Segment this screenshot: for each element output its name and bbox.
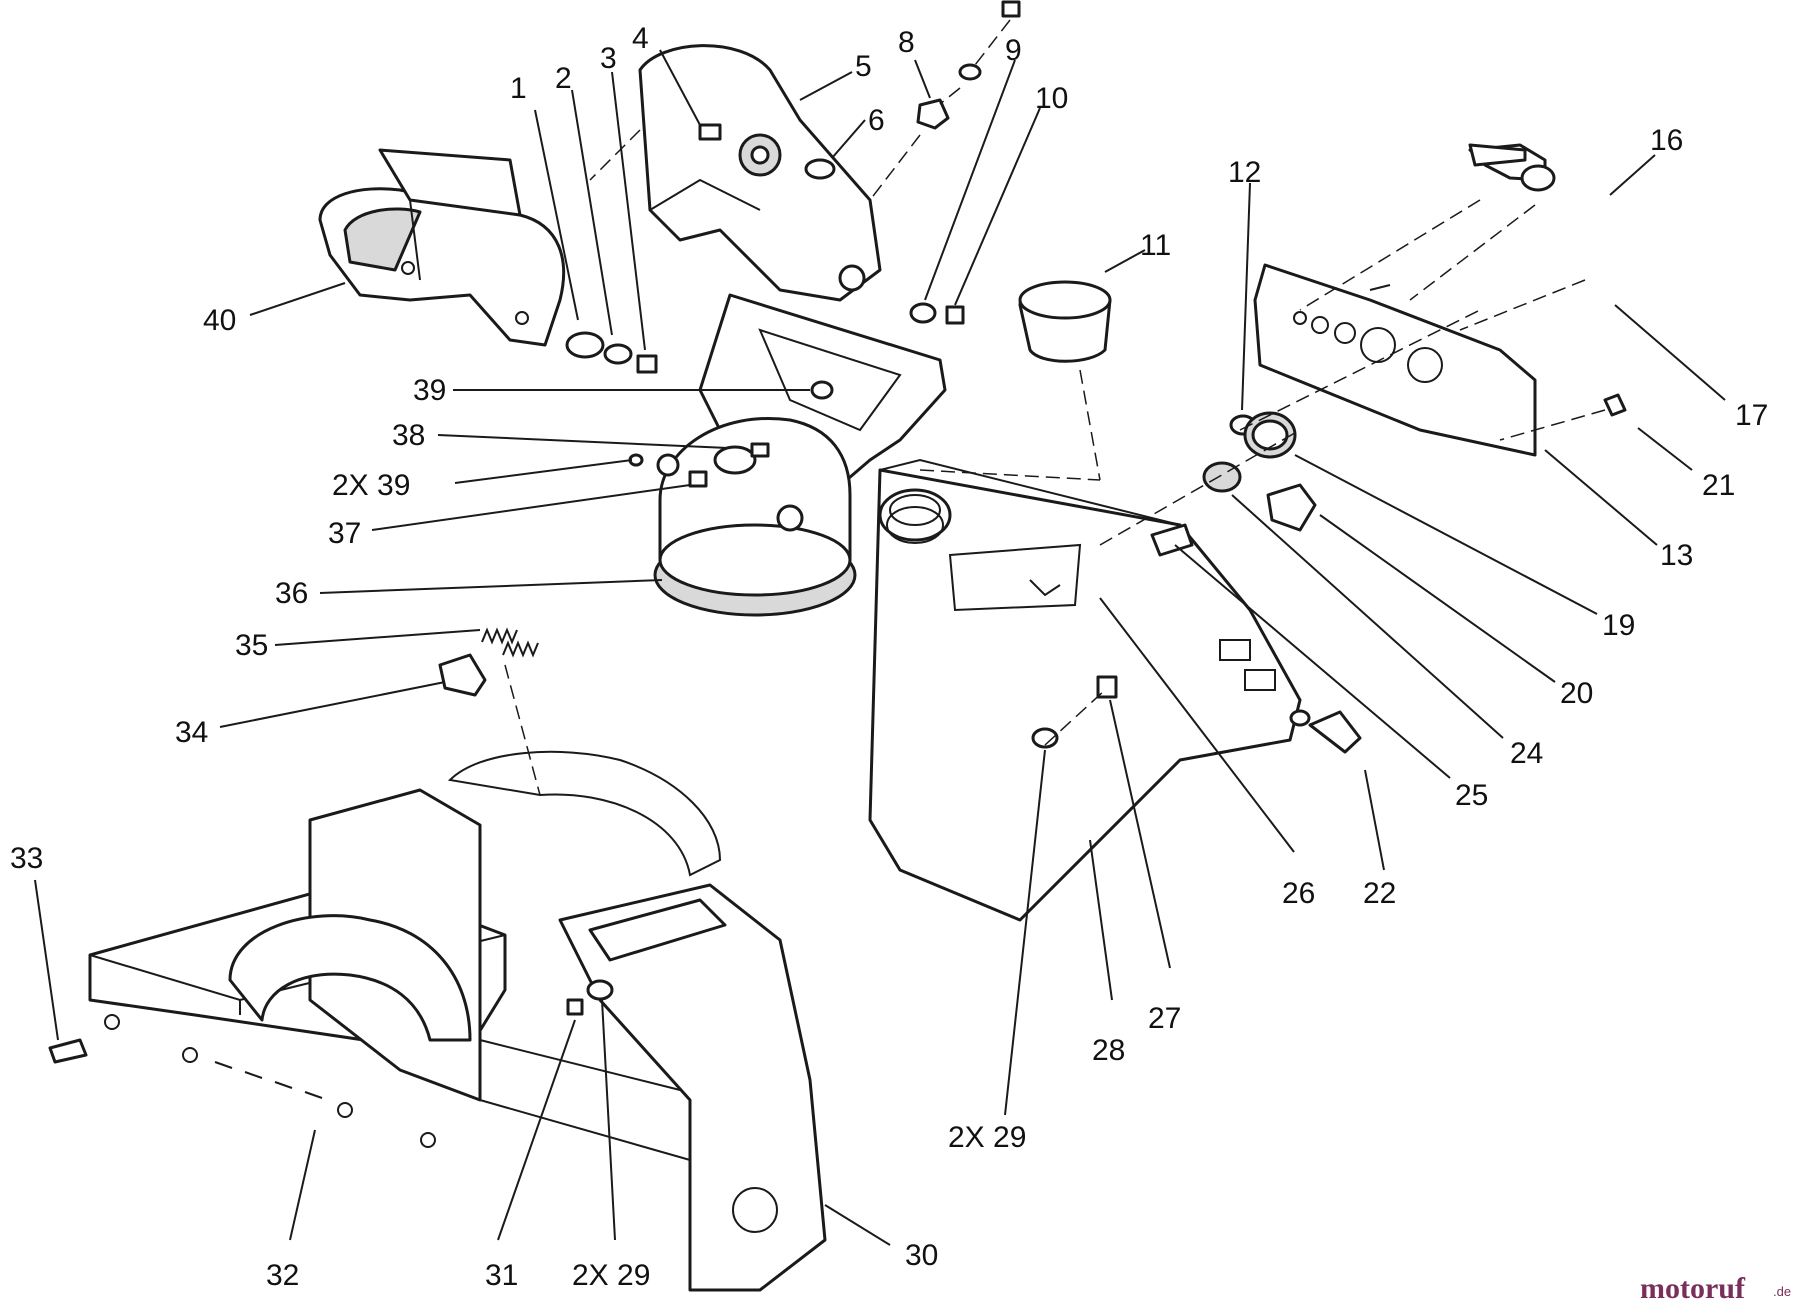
callout-36: 36	[275, 577, 308, 610]
callout-38: 38	[392, 419, 425, 452]
callout-33: 33	[10, 842, 43, 875]
callout-11: 11	[1140, 229, 1171, 262]
callout-27: 27	[1148, 1002, 1181, 1035]
callout-29-right: 2X 29	[948, 1121, 1026, 1154]
washer-1	[565, 331, 605, 359]
callout-2x-39: 2X 39	[332, 469, 410, 502]
chute-5	[638, 44, 882, 302]
nut-8	[1001, 0, 1021, 18]
latch-34	[438, 653, 487, 697]
washer-29-lower	[586, 979, 614, 1001]
bolt-22	[1289, 709, 1362, 754]
callout-35: 35	[235, 629, 268, 662]
callout-10: 10	[1035, 82, 1068, 115]
callout-30: 30	[905, 1239, 938, 1272]
callout-6: 6	[868, 104, 885, 137]
callout-3: 3	[600, 42, 617, 75]
callout-4: 4	[632, 22, 649, 55]
chute-rotator-36	[628, 293, 947, 617]
dash-panel-13	[1253, 263, 1537, 457]
clip-21	[1603, 393, 1627, 417]
callout-32: 32	[266, 1259, 299, 1292]
callout-28: 28	[1092, 1034, 1125, 1067]
chute-base-26	[868, 458, 1302, 922]
nut-10	[945, 305, 965, 325]
callout-19: 19	[1602, 609, 1635, 642]
washer-29	[1031, 727, 1059, 749]
switch-20	[1266, 483, 1317, 532]
rod-25	[1150, 523, 1194, 557]
callout-22: 22	[1363, 877, 1396, 910]
callout-29-left: 2X 29	[572, 1259, 650, 1292]
callout-17: 17	[1735, 399, 1768, 432]
callout-34: 34	[175, 716, 208, 749]
bolt-4	[698, 123, 722, 141]
callout-31: 31	[485, 1259, 518, 1292]
callout-24: 24	[1510, 737, 1543, 770]
washer-9	[909, 302, 937, 324]
assembly-lines	[504, 19, 1606, 796]
washer-6	[804, 158, 836, 180]
callout-5: 5	[855, 50, 872, 83]
callout-21: 21	[1702, 469, 1735, 502]
key-switch-top	[1468, 143, 1527, 167]
callout-8: 8	[898, 26, 915, 59]
key-12	[1229, 411, 1297, 459]
bolt-33	[48, 1038, 88, 1064]
callout-1: 1	[510, 72, 527, 105]
callout-12: 12	[1228, 156, 1261, 189]
knob-11	[1018, 280, 1112, 363]
watermark-suffix: .de	[1773, 1284, 1791, 1299]
watermark-main: motoruf	[1640, 1272, 1746, 1305]
callout-26: 26	[1282, 877, 1315, 910]
watermark-logo: motoruf .de	[1640, 1272, 1791, 1305]
washer-2	[603, 343, 633, 365]
callout-9: 9	[1005, 34, 1022, 67]
spring-35	[481, 627, 539, 658]
chute-deflector-40	[318, 148, 566, 347]
screw-17	[1369, 284, 1391, 291]
callout-37: 37	[328, 517, 361, 550]
gear-6	[738, 133, 782, 177]
knob-8	[916, 98, 950, 130]
callout-20: 20	[1560, 677, 1593, 710]
callout-13: 13	[1660, 539, 1693, 572]
callout-39: 39	[413, 374, 446, 407]
callout-16: 16	[1650, 124, 1683, 157]
callout-40: 40	[203, 304, 236, 337]
nut-31	[566, 998, 584, 1016]
callout-25: 25	[1455, 779, 1488, 812]
callout-labels: 1 2 3 4 5 6 8 9 10 11 12 13 16 17 19 20 …	[10, 22, 1768, 1292]
nut-3	[636, 354, 658, 374]
bolt-27	[1096, 675, 1118, 699]
leader-lines	[34, 49, 1726, 1246]
washer-8	[958, 63, 982, 81]
auger-housing	[228, 750, 827, 1292]
callout-2: 2	[555, 62, 572, 95]
chute-hardware	[565, 0, 1021, 374]
